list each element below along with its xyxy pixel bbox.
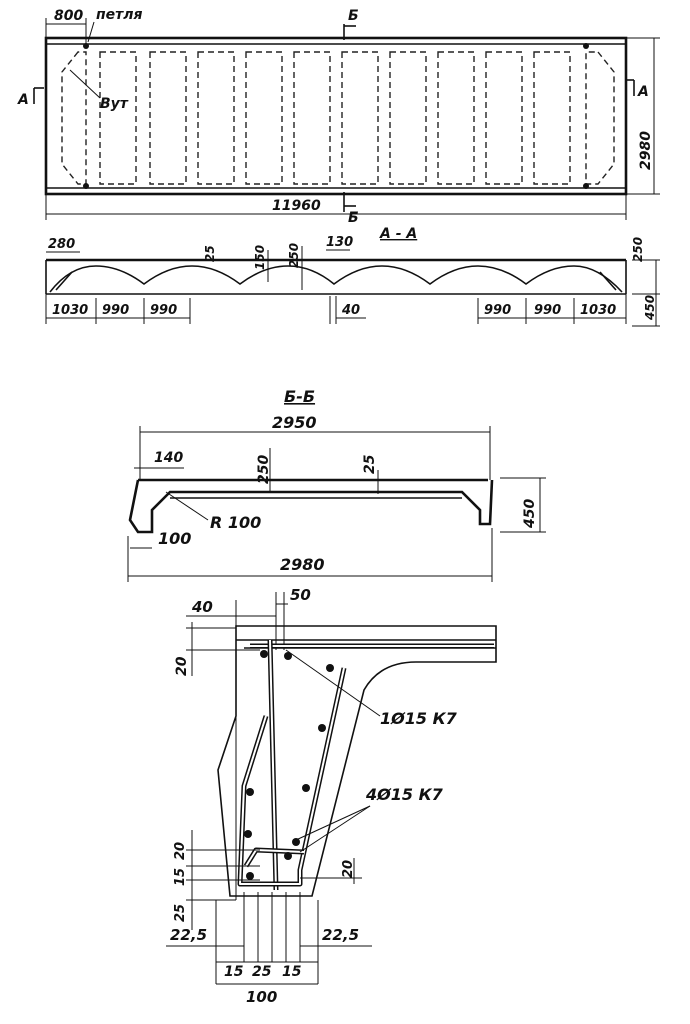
dim-bottom-2: 990 [102, 303, 129, 318]
loop-label: петля [96, 7, 143, 23]
dim-15-a: 15 [224, 964, 244, 980]
dim-bottom-1: 1030 [52, 303, 88, 318]
section-a-a: А - А 280 25 150 250 130 250 450 [45, 226, 660, 327]
dim-bottom-3: 990 [150, 303, 177, 318]
dim-22-5-left: 22,5 [170, 926, 207, 944]
dim-280: 280 [48, 237, 75, 252]
dim-20-left: 20 [173, 842, 188, 860]
dim-bottom-4: 990 [484, 303, 511, 318]
dim-2980: 2980 [280, 555, 325, 574]
dim-15-b: 15 [282, 964, 302, 980]
dim-20-top: 20 [174, 656, 190, 676]
dim-800: 800 [54, 8, 83, 24]
dim-140: 140 [154, 450, 183, 466]
dim-22-5-right: 22,5 [322, 926, 359, 944]
rib-concrete-outline [217, 625, 497, 897]
dim-40: 40 [341, 303, 360, 318]
dim-250: 250 [256, 455, 272, 484]
dim-25: 25 [203, 245, 217, 262]
dim-100: 100 [158, 529, 191, 548]
dim-250-b: 250 [631, 237, 645, 262]
section-b-mark-bottom: Б [348, 210, 359, 226]
dim-20-right: 20 [341, 860, 356, 878]
slab-outline [44, 36, 628, 196]
dim-2950: 2950 [272, 413, 317, 432]
rebar-label-bottom: 4Ø15 К7 [365, 785, 444, 804]
dim-100-bottom: 100 [246, 988, 277, 1006]
dim-2980-vertical: 2980 [638, 131, 654, 170]
end-rib-left [61, 51, 87, 185]
dim-50: 50 [290, 586, 311, 604]
section-b-mark-top: Б [348, 8, 359, 24]
plan-view: 800 петля Б Б А А Вут 2980 11960 [17, 7, 660, 226]
dim-25: 25 [362, 454, 378, 474]
dim-250-a: 250 [287, 243, 301, 268]
insert-label: Вут [100, 96, 129, 112]
dim-130: 130 [326, 235, 353, 250]
dim-bottom-6: 1030 [580, 303, 616, 318]
section-a-mark-right: А [637, 84, 649, 100]
section-a-mark-left: А [17, 92, 29, 108]
dim-150: 150 [253, 245, 267, 270]
section-b-b: Б-Б 2950 140 250 25 450 R 100 100 2980 [127, 387, 546, 582]
dim-bottom-5: 990 [534, 303, 561, 318]
rebar-label-top: 1Ø15 К7 [380, 709, 458, 728]
dim-15-left: 15 [173, 868, 188, 886]
rib-detail: 40 50 20 [166, 586, 497, 1006]
rib-panels [99, 51, 571, 185]
section-aa-title: А - А [379, 226, 417, 242]
dim-450: 450 [643, 295, 657, 321]
dim-40: 40 [191, 598, 213, 616]
dim-11960: 11960 [272, 198, 321, 214]
dim-25-bottom: 25 [252, 964, 272, 980]
dim-450: 450 [522, 499, 538, 529]
end-rib-right [585, 51, 615, 185]
slab-section-profile [128, 478, 494, 534]
rib-profile [49, 265, 623, 293]
dim-25-left: 25 [173, 904, 188, 922]
dim-r100: R 100 [210, 513, 261, 532]
section-bb-title: Б-Б [284, 387, 315, 406]
